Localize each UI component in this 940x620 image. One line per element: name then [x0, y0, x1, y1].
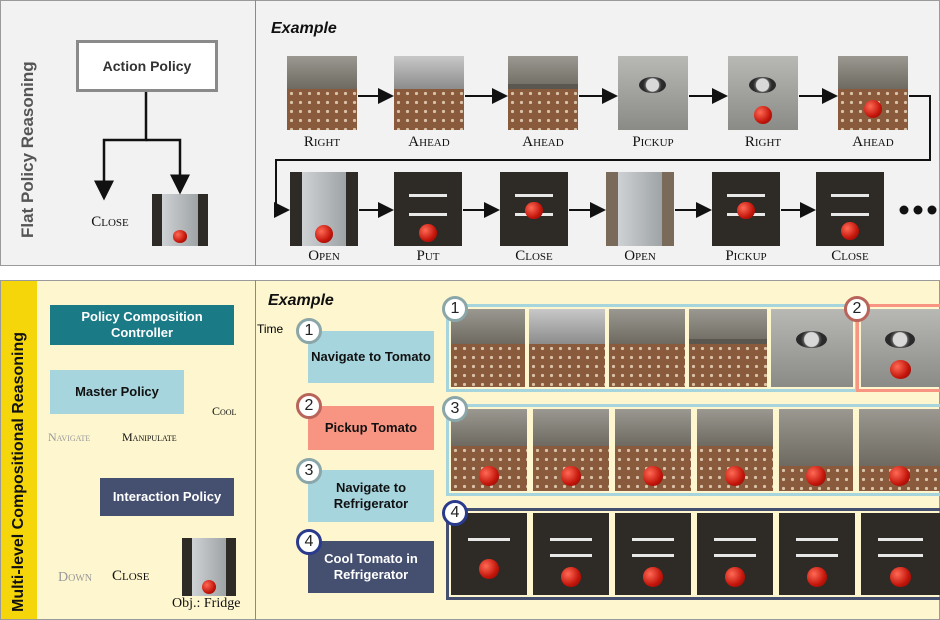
strip3-frame-6 — [859, 409, 940, 491]
frame-right — [287, 56, 357, 130]
caption-pickup-2: Pickup — [725, 248, 767, 264]
strip3-frame-1 — [451, 409, 527, 491]
strip4-frame-2 — [533, 513, 609, 595]
strip3-frame-5 — [779, 409, 853, 491]
caption-close-1: Close — [515, 248, 553, 264]
example-title-bottom: Example — [268, 292, 334, 309]
strip1-frame-5 — [771, 309, 853, 387]
strip4-frame-3 — [615, 513, 691, 595]
subgoal-2-box: Pickup Tomato — [308, 406, 434, 450]
strip3-frame-4 — [697, 409, 773, 491]
caption-ahead-1: Ahead — [408, 134, 450, 150]
fridge-thumbnail — [152, 194, 208, 246]
caption-ahead-2: Ahead — [522, 134, 564, 150]
frame-right-2 — [728, 56, 798, 130]
strip4-frame-4 — [697, 513, 773, 595]
strip-2-badge: 2 — [844, 296, 870, 322]
fridge-thumbnail-bottom — [182, 538, 236, 596]
strip-1-badge: 1 — [442, 296, 468, 322]
subgoal-1-badge: 1 — [296, 318, 322, 344]
subgoal-2-badge: 2 — [296, 393, 322, 419]
caption-right-2: Right — [744, 134, 782, 150]
frame-open-2 — [606, 172, 674, 246]
frame-open — [290, 172, 358, 246]
panel-divider-bottom — [255, 280, 256, 620]
strip1-frame-4 — [689, 309, 767, 387]
flat-policy-side-label: Flat Policy Reasoning — [18, 61, 37, 238]
frame-ahead-3 — [838, 56, 908, 130]
close-action-label: Close — [91, 214, 129, 230]
example-title-top: Example — [271, 20, 337, 37]
controller-box: Policy Composition Controller — [50, 305, 234, 345]
time-label: Time — [257, 322, 284, 336]
strip1-frame-3 — [609, 309, 685, 387]
frame-close-2 — [816, 172, 884, 246]
caption-put: Put — [416, 248, 440, 264]
master-policy-box: Master Policy — [50, 370, 184, 414]
strip3-frame-3 — [615, 409, 691, 491]
down-label: Down — [58, 570, 92, 585]
caption-open: Open — [308, 248, 340, 264]
navigate-label: Navigate — [48, 430, 91, 444]
strip-4-badge: 4 — [442, 500, 468, 526]
caption-ahead-3: Ahead — [852, 134, 894, 150]
subgoal-4-box: Cool Tomato in Refrigerator — [308, 541, 434, 593]
strip4-frame-5 — [779, 513, 855, 595]
subgoal-3-box: Navigate to Refrigerator — [308, 470, 434, 522]
obj-fridge-label: Obj.: Fridge — [172, 596, 241, 611]
strip-3-badge: 3 — [442, 396, 468, 422]
side-label-strip — [1, 281, 37, 619]
close-label-bottom: Close — [112, 568, 150, 584]
caption-close-2: Close — [831, 248, 869, 264]
strip3-frame-2 — [533, 409, 609, 491]
subgoal-3-badge: 3 — [296, 458, 322, 484]
compositional-side-label: Multi-level Compositional Reasoning — [10, 331, 27, 612]
strip4-frame-1 — [451, 513, 527, 595]
interaction-policy-box: Interaction Policy — [100, 478, 234, 516]
cool-label: Cool — [212, 404, 237, 418]
frame-close-1 — [500, 172, 568, 246]
subgoal-4-badge: 4 — [296, 529, 322, 555]
caption-right: Right — [303, 134, 341, 150]
strip-2-frame — [856, 304, 940, 392]
strip2-frame-1 — [861, 309, 940, 387]
action-policy-box: Action Policy — [76, 40, 218, 92]
strip1-frame-1 — [451, 309, 525, 387]
frame-put — [394, 172, 462, 246]
strip1-frame-2 — [529, 309, 605, 387]
frame-pickup — [618, 56, 688, 130]
strip-4-frame — [446, 508, 940, 600]
caption-open-2: Open — [624, 248, 656, 264]
manipulate-label: Manipulate — [122, 430, 177, 444]
strip-3-frame — [446, 404, 940, 496]
strip4-frame-6 — [861, 513, 940, 595]
frame-ahead-2 — [508, 56, 578, 130]
panel-divider — [255, 0, 256, 266]
caption-pickup: Pickup — [632, 134, 674, 150]
frame-pickup-2 — [712, 172, 780, 246]
subgoal-1-box: Navigate to Tomato — [308, 331, 434, 383]
frame-ahead-1 — [394, 56, 464, 130]
